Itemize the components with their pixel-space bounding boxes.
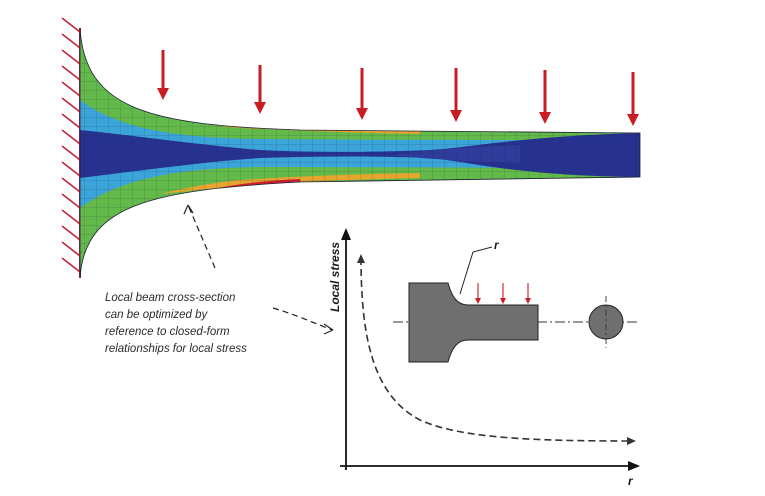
y-axis-label: Local stress — [328, 241, 342, 312]
support-hatch-line — [61, 193, 81, 209]
caption-line-2: can be optimized by — [105, 309, 208, 321]
shaft-load-arrow — [525, 283, 531, 304]
load-arrow — [157, 50, 169, 100]
shaft-load-arrow — [500, 283, 506, 304]
caption-line-4: relationships for local stress — [105, 343, 247, 355]
load-arrow — [254, 65, 266, 114]
support-hatch-line — [61, 97, 81, 113]
support-hatch-line — [61, 33, 81, 49]
x-axis-label: r — [628, 474, 633, 488]
shaft-load-arrow — [475, 283, 481, 304]
support-hatch-line — [61, 145, 81, 161]
support-hatch-line — [61, 65, 81, 81]
support-hatch-line — [61, 225, 81, 241]
load-arrow — [627, 72, 639, 126]
stress-graph — [340, 228, 640, 471]
fillet-radius-label: r — [494, 238, 499, 252]
support-hatch-line — [61, 241, 81, 257]
shaft-loads — [475, 283, 531, 304]
support-hatch-line — [61, 161, 81, 177]
support-hatch-line — [61, 17, 81, 33]
dashed-leader-upper — [187, 204, 216, 269]
caption-line-1: Local beam cross-section — [105, 292, 236, 304]
load-arrow — [356, 68, 368, 120]
caption-line-3: reference to closed-form — [105, 326, 230, 338]
dashed-leader-lower — [272, 307, 334, 331]
support-hatch-line — [61, 81, 81, 97]
support-hatch-line — [61, 177, 81, 193]
load-arrow — [450, 68, 462, 122]
fillet-leader — [459, 246, 493, 295]
load-arrows — [157, 50, 639, 126]
load-arrow — [539, 70, 551, 124]
support-hatch-line — [61, 257, 81, 273]
support-hatch-line — [61, 209, 81, 225]
support-hatch-line — [61, 129, 81, 145]
fillet-shaft-part — [408, 282, 539, 363]
stress-curve — [360, 257, 633, 442]
support-hatch-line — [61, 49, 81, 65]
fixed-support — [61, 17, 81, 278]
support-hatch-line — [61, 113, 81, 129]
